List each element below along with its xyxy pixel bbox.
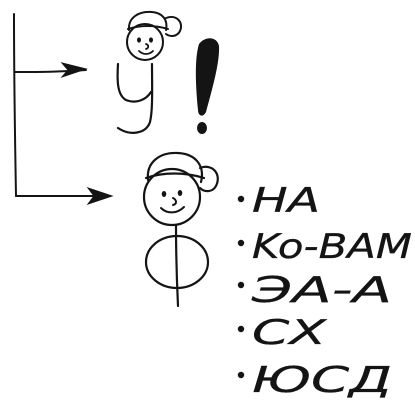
list-item-text: ЮСД [252, 360, 392, 401]
list-item: ЮСД [237, 360, 392, 401]
bullet-icon [237, 195, 245, 203]
list-item: ЭA-A [237, 270, 392, 311]
bullet-icon [237, 239, 245, 247]
list-item: HA [237, 181, 320, 221]
arrow-bottom-icon [86, 187, 114, 205]
arrow-top-icon [60, 62, 88, 79]
exclamation-mark-icon: ! [195, 38, 220, 134]
top-letter-u-icon [116, 62, 154, 134]
bottom-letter-f-icon [144, 223, 210, 308]
bottom-face-icon [142, 151, 219, 227]
bracket-lines [13, 13, 111, 198]
bottom-figure: Ф [142, 151, 219, 308]
bullet-icon [237, 371, 245, 379]
top-face-icon [126, 10, 182, 61]
bullet-icon [237, 281, 245, 289]
list-item-text: HA [252, 181, 320, 221]
list-item-text: ЭA-A [250, 270, 392, 311]
top-figure: У [116, 10, 182, 134]
list-item: CX [237, 313, 327, 353]
list-item-text: CX [252, 313, 327, 353]
list-item-text: Ko-BAM [252, 227, 412, 267]
bullet-icon [237, 325, 245, 333]
abbreviation-list: HA Ko-BAM ЭA-A CX ЮСД [237, 181, 412, 401]
vertical-line [13, 13, 17, 197]
list-item: Ko-BAM [237, 227, 412, 267]
